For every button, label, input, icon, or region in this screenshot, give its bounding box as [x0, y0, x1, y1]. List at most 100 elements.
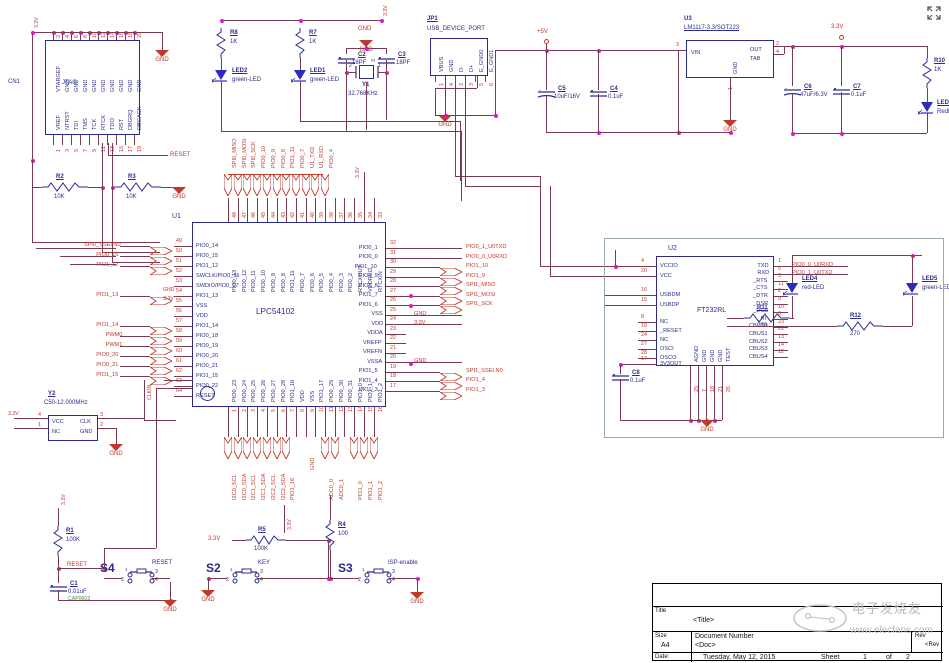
cap-c2-ref: C2: [358, 52, 366, 58]
wire: [386, 248, 406, 249]
junction: [408, 303, 413, 308]
wire: [120, 246, 150, 247]
mcu-right-pin-name: PIO1_10: [354, 263, 377, 270]
wire: [125, 32, 126, 40]
wire: [305, 407, 307, 437]
wire: [295, 407, 297, 437]
usbuart-right-pin-num: 2: [778, 288, 781, 295]
cap-c5-value: 10uF/16V: [554, 94, 581, 100]
wire: [386, 295, 406, 297]
power-port-33v-right: [839, 35, 844, 40]
mcu-left-pin-num: 51: [176, 258, 182, 264]
net-gnd-mcu55: GND: [163, 287, 175, 293]
bus-entry: [148, 332, 174, 350]
mcu-left-pin-num: 62: [176, 368, 182, 374]
wire: [638, 349, 656, 350]
wire: [485, 76, 486, 82]
wire: [386, 381, 406, 382]
mcu-right-pin-name: VDDA: [367, 330, 383, 336]
wire: [247, 198, 249, 222]
mcu-bottom-pin-name: PIO1_2: [377, 383, 384, 402]
usbuart-right-pin-num: 22: [778, 326, 784, 333]
wire: [276, 407, 278, 437]
mcu-bottom-pin-name: VDD: [299, 390, 306, 402]
wire: [638, 331, 656, 332]
mcu-right-pin-num: 22: [390, 335, 396, 341]
wire: [80, 32, 81, 40]
switch-s3-pin4: 4: [392, 577, 395, 583]
oscillator-value: C50-12.000MHz: [44, 400, 88, 406]
mcu-right-pin-num: 17: [390, 382, 396, 389]
mcu-right-pin-num: 20: [390, 354, 396, 360]
mcu-right-net-label: PIO1_9: [466, 272, 485, 279]
wire: [237, 407, 239, 437]
switch-s4-symbol[interactable]: [122, 568, 170, 591]
switch-s4-pin4: 4: [155, 577, 158, 583]
switch-s4-pin3: 3: [155, 569, 158, 575]
jtag-bottom-pin-name: TDI: [74, 120, 80, 130]
net-33v-vddreg: 3.3V: [355, 167, 361, 178]
mcu-left-net-label: PIO0_15: [96, 252, 119, 258]
mcu-left-pin-name: SWDIO/PIO0_17: [196, 283, 239, 289]
usbuart-left-pin-name: USBDP: [660, 302, 680, 308]
wire: [315, 198, 317, 222]
wire: [386, 305, 406, 306]
watermark-text-url: www.elecfans.com: [850, 625, 933, 636]
usbuart-right-net-label: PIO0_1_U0TXD: [792, 269, 833, 276]
wire: [286, 198, 288, 222]
wire: [174, 276, 192, 277]
mcu-right-pin-num: 23: [390, 325, 396, 332]
usbuart-right-pin-name: RXD: [757, 270, 770, 277]
usbuart-left-pin-name: OSCI: [660, 346, 674, 352]
sheet-of: of: [886, 654, 892, 661]
wire: [406, 267, 440, 268]
cap-c4-value: 0.1uF: [608, 94, 624, 100]
led4-value: red-LED: [802, 285, 825, 291]
mcu-right-net-label: SPI1_MOSI: [466, 291, 496, 298]
usbuart-right-pin-num: 12: [778, 349, 784, 356]
gnd-label-crystal-top: GND: [358, 26, 372, 32]
wire: [638, 340, 656, 341]
bus-entry: [148, 252, 174, 270]
switch-s4-ref[interactable]: S4: [100, 561, 115, 575]
mcu-bottom-pin-name: PIO0_29: [329, 379, 335, 402]
jtag-bottom-pin-name: TCK: [92, 118, 98, 130]
mcu-top-pin-name: PIO0_7: [299, 273, 306, 292]
cap-c7-value: 0.1uF: [851, 92, 867, 98]
wire: [406, 314, 462, 316]
cap-c6-value: 47uF/6.3V: [800, 92, 828, 98]
wire: [174, 356, 192, 357]
wire: [120, 346, 150, 347]
switch-s3-ref[interactable]: S3: [338, 561, 353, 575]
wire: [71, 135, 72, 145]
mcu-bottom-net-label: I2C2_SCL: [270, 474, 277, 500]
net-33v-topleft: 3.3V: [34, 17, 40, 28]
bus-entry: [320, 172, 330, 201]
regulator-pin-out: OUT: [750, 47, 762, 53]
wire: [363, 198, 365, 222]
jtag-connector-body: [45, 40, 140, 135]
mcu-right-pin-name: VDD: [371, 320, 384, 327]
regulator-ref: U3: [684, 16, 692, 22]
jtag-top-pin-name: GND: [110, 79, 116, 92]
expand-icon[interactable]: [927, 6, 941, 20]
cap-c7-ref: C7: [853, 84, 861, 90]
switch-s3-symbol[interactable]: [359, 568, 407, 591]
wire: [690, 366, 691, 420]
wire: [714, 366, 715, 420]
usbuart-right-pin-num: 14: [778, 341, 784, 348]
wire: [71, 32, 72, 40]
mcu-left-pin-name: RESET: [196, 393, 215, 399]
mcu-bottom-net-label: PIO1_2: [377, 481, 384, 500]
title-label: Title: [655, 608, 667, 614]
switch-s2-symbol[interactable]: [227, 568, 275, 591]
mcu-left-pin-num: 57: [176, 318, 182, 324]
wire: [386, 314, 406, 316]
resistor-r12-ref: R12: [850, 313, 862, 319]
jtag-bottom-pin-num: 1: [56, 149, 62, 152]
mcu-bottom-pin-name: PIO0_27: [270, 379, 277, 402]
resistor-r1-ref: R1: [66, 528, 74, 534]
switch-s2-ref[interactable]: S2: [206, 561, 221, 575]
mcu-bottom-pin-name: PIO0_31: [348, 379, 355, 402]
mcu-top-net-label: U1_TXD: [309, 146, 316, 168]
